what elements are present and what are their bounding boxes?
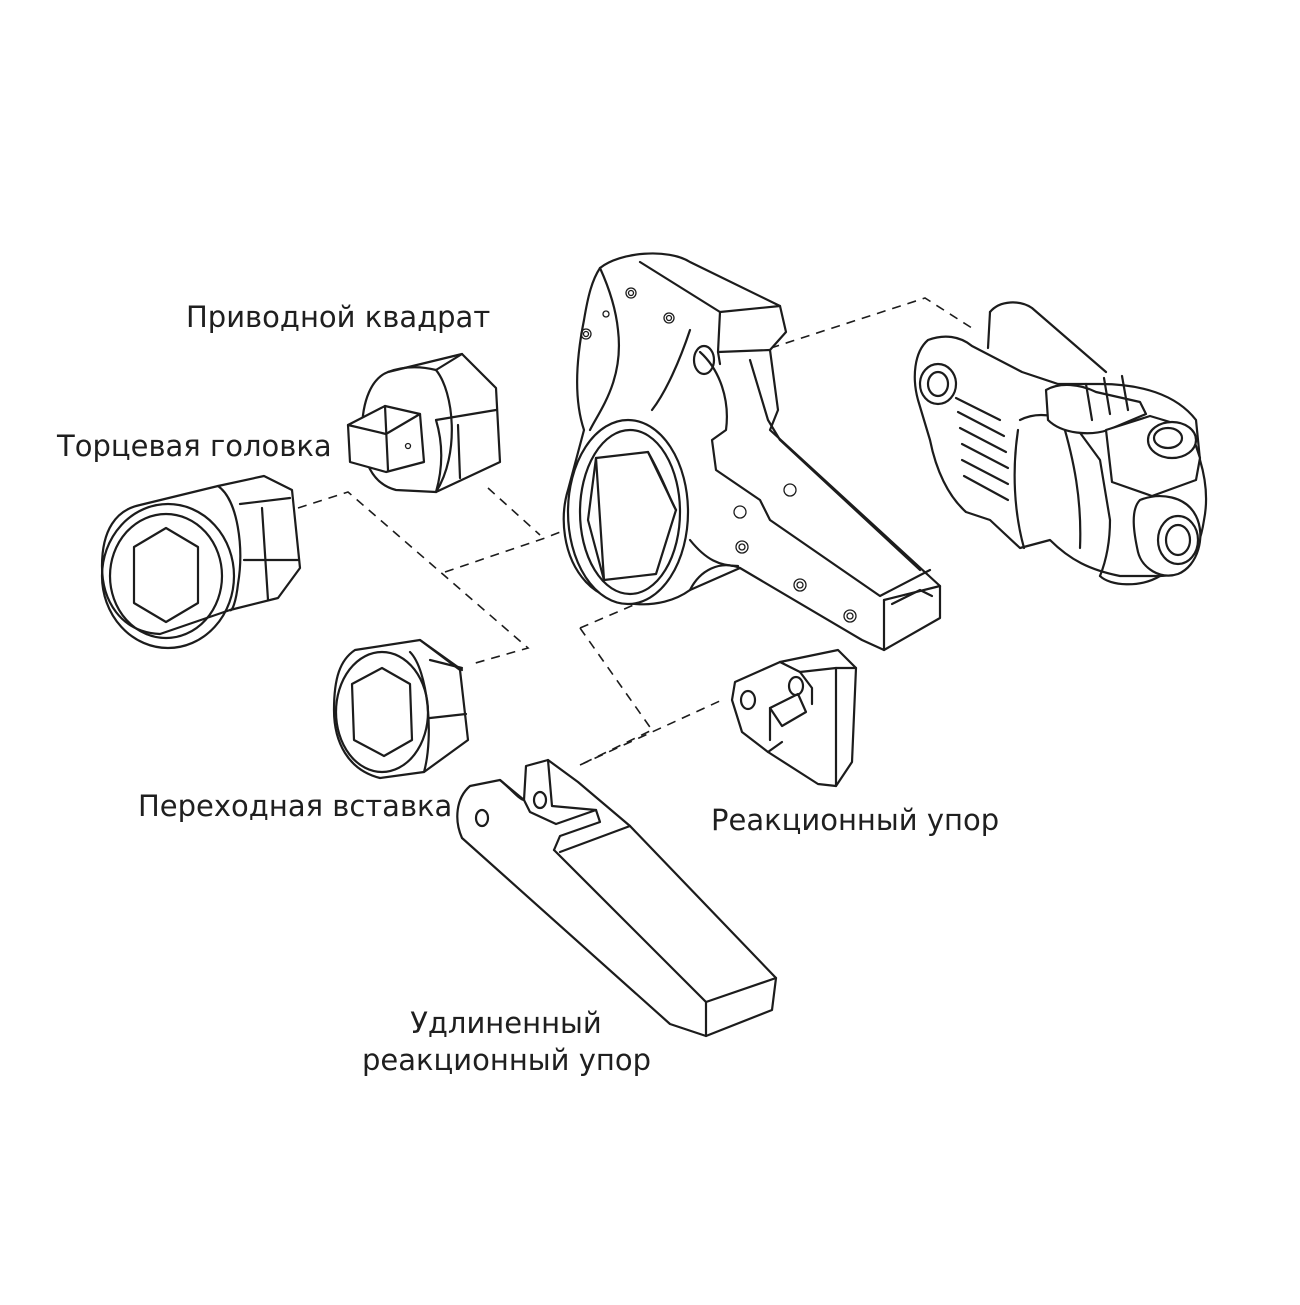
socket-part (100, 474, 302, 650)
reducer-insert-part (332, 638, 470, 780)
extended-reaction-stop-part (456, 758, 778, 1038)
label-reducer-insert: Переходная вставка (138, 789, 453, 823)
reaction-stop-part (730, 648, 858, 788)
label-reaction-stop: Реакционный упор (711, 803, 1000, 837)
hydraulic-cylinder-part (913, 301, 1208, 586)
label-extended-reaction-stop-line2: реакционный упор (362, 1043, 652, 1077)
assembly-guide-lines (297, 297, 976, 766)
label-drive-square: Приводной квадрат (186, 300, 491, 334)
label-socket: Торцевая головка (57, 429, 332, 463)
drive-square-part (346, 352, 502, 494)
wrench-body-part (562, 252, 942, 652)
label-extended-reaction-stop-line1: Удлиненный (410, 1006, 602, 1040)
